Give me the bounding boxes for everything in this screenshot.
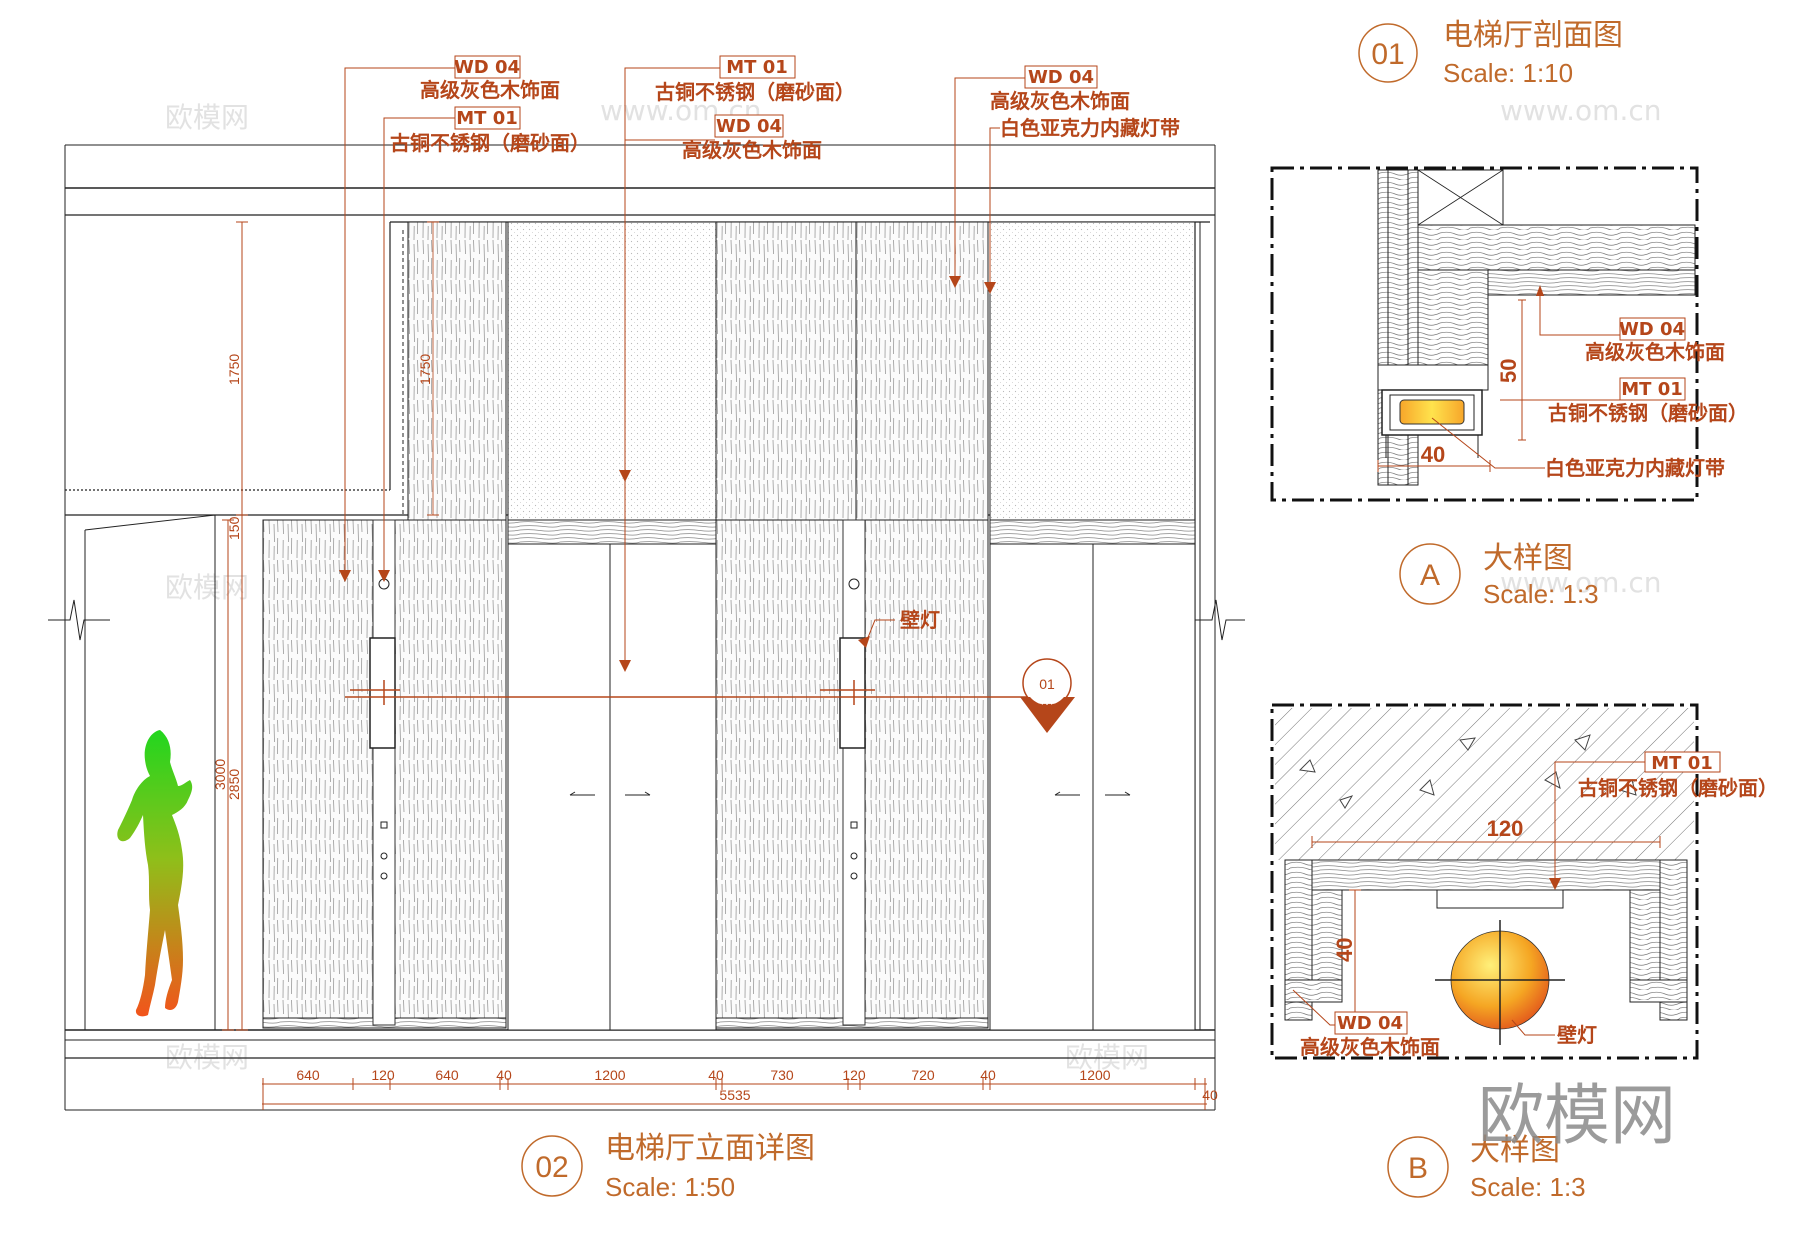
tag-mt01: MT 01 [456, 108, 518, 129]
tag-text: 白色亚克力内藏灯带 [1000, 116, 1180, 140]
drawing-scale: Scale: 1:3 [1483, 579, 1599, 609]
dim-vertical: 2850 [226, 769, 242, 800]
section-marker-sub: ---- [1038, 695, 1057, 711]
drawing-title: 大样图 [1470, 1133, 1560, 1168]
brand-watermark: 欧模网 [1478, 1077, 1676, 1154]
dim-vertical: 1750 [226, 354, 242, 385]
drawing-scale: Scale: 1:3 [1470, 1172, 1586, 1202]
detail-b: 120 40 MT 01 古铜不锈钢（磨砂面） WD 04 高级灰色木饰面 壁灯… [1270, 703, 1778, 1202]
title-number: 01 [1371, 38, 1404, 71]
tag-wd04: WD 04 [1619, 319, 1685, 340]
dim-bottom: 40 [496, 1067, 512, 1083]
drawing-scale: Scale: 1:10 [1443, 58, 1573, 88]
dim-bottom: 640 [435, 1067, 459, 1083]
tag-mt01: MT 01 [726, 57, 788, 78]
tag-wd04: WD 04 [1028, 67, 1094, 88]
tag-text: 高级灰色木饰面 [682, 138, 822, 162]
tag-text: 高级灰色木饰面 [990, 89, 1130, 113]
watermark-url: www.om.cn [1500, 566, 1661, 599]
wall-light-label: 壁灯 [1557, 1023, 1597, 1047]
watermark: 欧模网 [165, 571, 249, 604]
dim-40: 40 [1332, 938, 1357, 962]
tag-mt01: MT 01 [1651, 753, 1713, 774]
elevation-title: 02 电梯厅立面详图 Scale: 1:50 [521, 1131, 815, 1202]
tag-wd04: WD 04 [1337, 1013, 1403, 1034]
dim-bottom: 1200 [594, 1067, 625, 1083]
dim-120: 120 [1487, 816, 1524, 841]
drawing-title: 大样图 [1483, 541, 1573, 576]
tag-wd04: WD 04 [716, 116, 782, 137]
drawing-scale: Scale: 1:50 [605, 1172, 735, 1202]
detail-letter: A [1420, 559, 1440, 592]
dim-40: 40 [1421, 442, 1445, 467]
dim-bottom: 640 [296, 1067, 320, 1083]
human-silhouette [117, 730, 193, 1017]
dim-bottom: 720 [911, 1067, 935, 1083]
dim-bottom: 40 [980, 1067, 996, 1083]
dim-vertical: 150 [226, 516, 242, 540]
title-number: 02 [535, 1151, 568, 1184]
detail-a: 50 40 WD 04 高级灰色木饰面 MT 01 古铜不锈钢（磨砂面） 白色亚… [1270, 166, 1748, 609]
dim-bottom: 40 [1202, 1087, 1218, 1103]
dim-vertical: 1750 [417, 354, 433, 385]
detail-letter: B [1408, 1152, 1428, 1185]
tag-text: 古铜不锈钢（磨砂面） [655, 80, 855, 104]
section-marker-number: 01 [1039, 676, 1055, 692]
watermark-url: www.om.cn [1500, 94, 1661, 127]
tag-text: 古铜不锈钢（磨砂面） [1578, 776, 1778, 800]
watermark: 欧模网 [165, 101, 249, 134]
section-title: 01 电梯厅剖面图 Scale: 1:10 [1358, 18, 1623, 88]
dim-bottom: 40 [708, 1067, 724, 1083]
dim-total: 5535 [719, 1087, 750, 1103]
tag-wd04: WD 04 [454, 57, 520, 78]
tag-text: 高级灰色木饰面 [1585, 340, 1725, 364]
wall-light-label: 壁灯 [900, 608, 940, 632]
dim-bottom: 120 [371, 1067, 395, 1083]
tag-text: 古铜不锈钢（磨砂面） [1548, 401, 1748, 425]
tag-text: 高级灰色木饰面 [420, 78, 560, 102]
tag-text: 高级灰色木饰面 [1300, 1035, 1440, 1059]
dim-50: 50 [1496, 359, 1521, 383]
tag-mt01: MT 01 [1621, 379, 1683, 400]
dim-bottom: 730 [770, 1067, 794, 1083]
tag-text: 白色亚克力内藏灯带 [1545, 456, 1725, 480]
dim-vertical: 3000 [212, 759, 228, 790]
dim-bottom: 1200 [1079, 1067, 1110, 1083]
dim-bottom: 120 [842, 1067, 866, 1083]
elevation-drawing: 1750 150 3000 2850 1750 640 120 640 40 1… [48, 55, 1245, 1111]
drawing-title: 电梯厅立面详图 [605, 1131, 815, 1166]
drawing-title: 电梯厅剖面图 [1443, 18, 1623, 53]
tag-text: 古铜不锈钢（磨砂面） [390, 131, 590, 155]
